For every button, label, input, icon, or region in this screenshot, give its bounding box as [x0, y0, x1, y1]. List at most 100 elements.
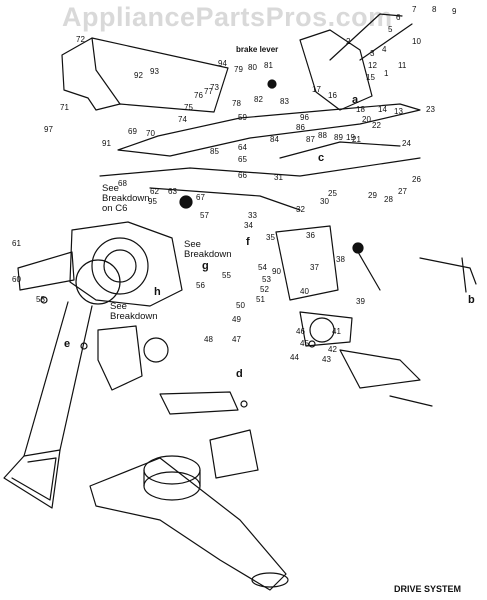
callout-label: 53	[262, 275, 271, 284]
shift-lever	[357, 251, 381, 291]
callout-label: 88	[318, 131, 327, 140]
callout-label: 29	[368, 191, 377, 200]
mounting-bracket	[61, 37, 229, 113]
callout-label: 8	[432, 5, 437, 14]
callout-label: 44	[290, 353, 299, 362]
callout-label: 72	[76, 35, 85, 44]
diagram-caption: DRIVE SYSTEM	[394, 584, 462, 594]
drive-pulley	[143, 455, 201, 485]
callout-label: 28	[384, 195, 393, 204]
callout-label: 50	[236, 301, 245, 310]
callout-label: 9	[452, 7, 457, 16]
callout-label: 48	[204, 335, 213, 344]
callout-label: 46	[296, 327, 305, 336]
callout-label: 13	[394, 107, 403, 116]
callout-label: 94	[218, 59, 227, 68]
callout-label: 61	[12, 239, 21, 248]
control-rod	[99, 157, 421, 177]
callout-label: 59	[238, 113, 247, 122]
callout-label: 27	[398, 187, 407, 196]
callout-label: 40	[300, 287, 309, 296]
callout-label: 22	[372, 121, 381, 130]
callout-label: 25	[328, 189, 337, 198]
callout-label: 74	[178, 115, 187, 124]
center-bracket	[275, 225, 339, 301]
callout-label: 23	[426, 105, 435, 114]
callout-label: 52	[260, 285, 269, 294]
callout-label: 14	[378, 105, 387, 114]
callout-label: 86	[296, 123, 305, 132]
callout-label: 92	[134, 71, 143, 80]
reference-letter: a	[352, 94, 359, 106]
callout-label: 33	[248, 211, 257, 220]
callout-label: 38	[336, 255, 345, 264]
see-breakdown-note: See Breakdown	[110, 301, 158, 322]
callout-label: 47	[232, 335, 241, 344]
callout-label: 12	[368, 61, 377, 70]
reference-letter: f	[246, 236, 250, 248]
watermark-text: AppliancePartsPros.com	[62, 2, 393, 32]
callout-label: 43	[322, 355, 331, 364]
callout-label: 84	[270, 135, 279, 144]
callout-label: 69	[128, 127, 137, 136]
callout-label: 63	[168, 187, 177, 196]
callout-label: 81	[264, 61, 273, 70]
callout-label: 87	[306, 135, 315, 144]
callout-label: 10	[412, 37, 421, 46]
callout-label: 20	[362, 115, 371, 124]
cooling-fan	[75, 259, 121, 305]
callout-label: 64	[238, 143, 247, 152]
callout-label: 4	[382, 45, 387, 54]
callout-label: 65	[238, 155, 247, 164]
callout-label: 45	[300, 339, 309, 348]
callout-label: 35	[266, 233, 275, 242]
frame-bar	[117, 103, 421, 157]
drive-belt-right	[89, 457, 287, 591]
callout-label: 91	[102, 139, 111, 148]
callout-label: 42	[328, 345, 337, 354]
callout-label: 97	[44, 125, 53, 134]
reference-letter: b	[468, 294, 475, 306]
callout-label: 76	[194, 91, 203, 100]
callout-label: 68	[118, 179, 127, 188]
callout-label: 41	[332, 327, 341, 336]
callout-label: 49	[232, 315, 241, 324]
callout-label: 7	[412, 5, 417, 14]
callout-label: 24	[402, 139, 411, 148]
brake-lever-label: brake lever	[236, 45, 279, 54]
callout-label: 51	[256, 295, 265, 304]
callout-label: 82	[254, 95, 263, 104]
callout-label: 73	[210, 83, 219, 92]
reference-letter: e	[64, 338, 71, 350]
callout-label: 85	[210, 147, 219, 156]
callout-label: 31	[274, 173, 283, 182]
callout-label: 18	[356, 105, 365, 114]
callout-label: 78	[232, 99, 241, 108]
callout-label: 32	[296, 205, 305, 214]
rear-pulley	[251, 572, 289, 588]
drive-belt-left	[3, 449, 61, 509]
callout-label: 34	[244, 221, 253, 230]
callout-label: 16	[328, 91, 337, 100]
callout-label: 62	[150, 187, 159, 196]
idler-bracket	[97, 325, 143, 391]
transmission-housing	[69, 221, 183, 307]
reference-letter: h	[154, 286, 161, 298]
callout-label: 83	[280, 97, 289, 106]
callout-label: 96	[300, 113, 309, 122]
see-breakdown-note: See Breakdown	[184, 239, 232, 260]
callout-label: 70	[146, 129, 155, 138]
callout-label: 36	[306, 231, 315, 240]
callout-label: 71	[60, 103, 69, 112]
callout-label: 89	[334, 133, 343, 142]
callout-label: 58	[36, 295, 45, 304]
callout-label: 2	[346, 37, 351, 46]
reference-letter: d	[236, 368, 243, 380]
callout-label: 19	[346, 133, 355, 142]
callout-label: 26	[412, 175, 421, 184]
reference-letter: g	[202, 260, 209, 272]
callout-label: 60	[12, 275, 21, 284]
callout-label: 11	[398, 61, 407, 70]
callout-label: 39	[356, 297, 365, 306]
